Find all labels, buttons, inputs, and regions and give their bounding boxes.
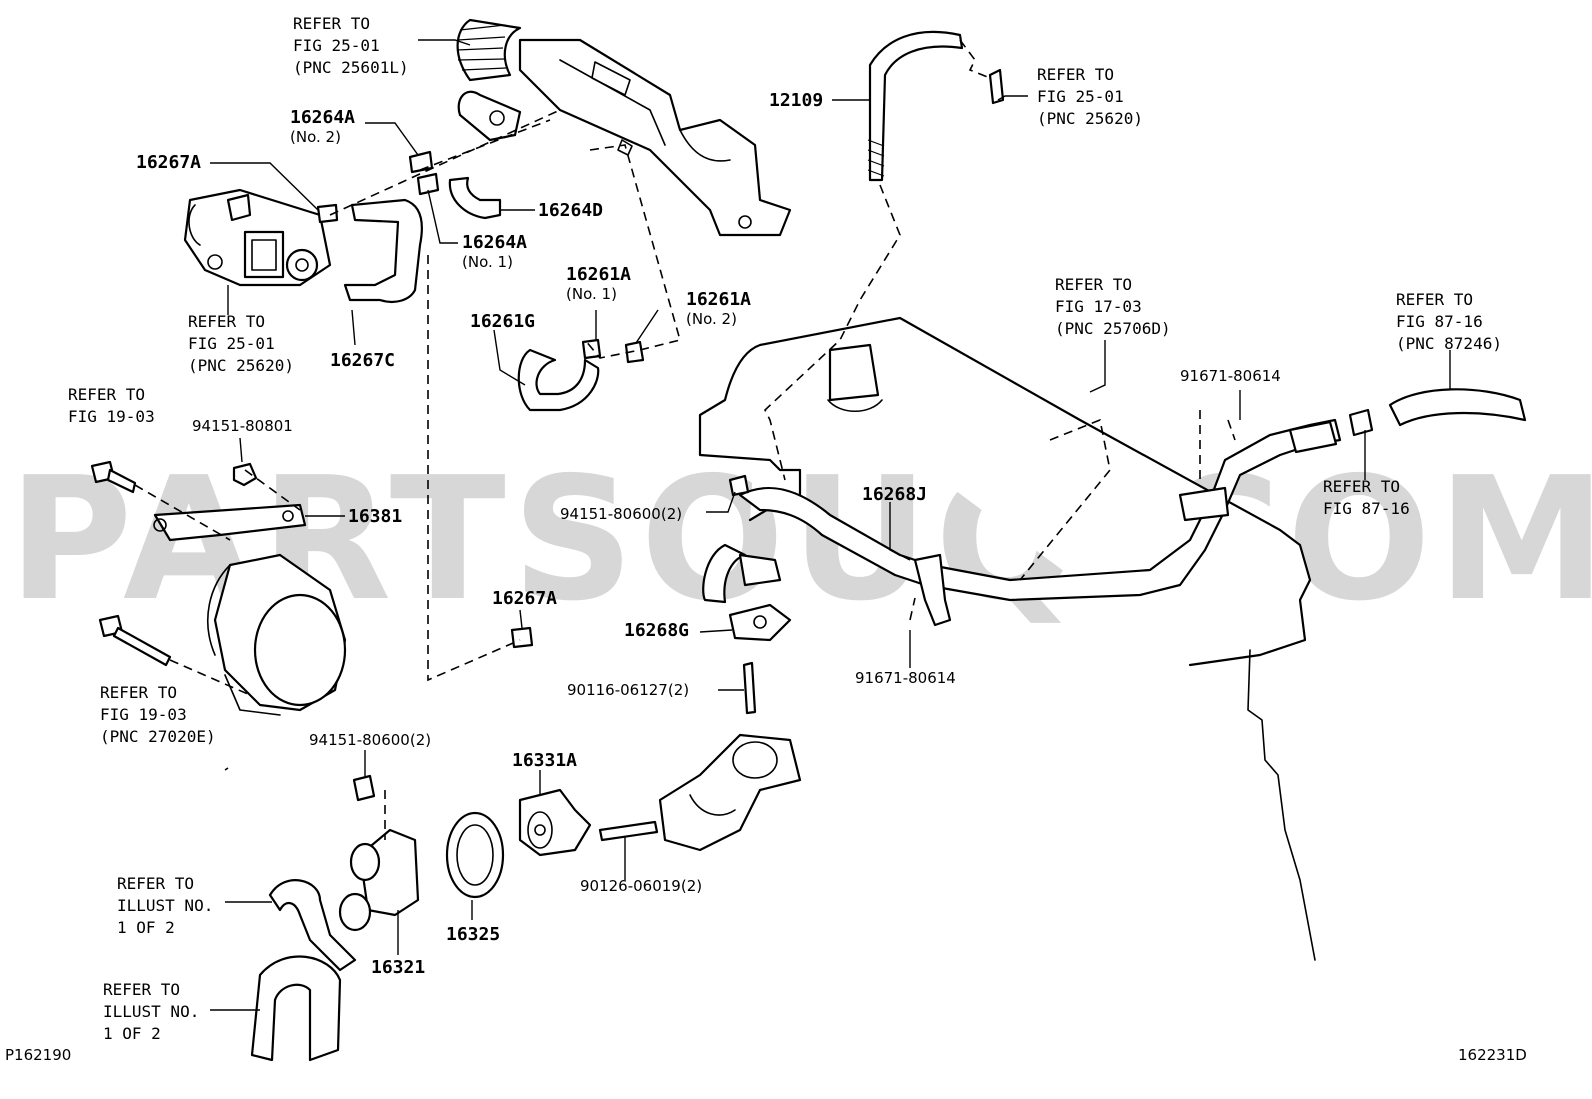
ref-illust-1-of-2-a: REFER TO ILLUST NO. 1 OF 2: [117, 874, 213, 937]
part-label-16264a-no2[interactable]: 16264A: [290, 107, 355, 128]
thermostat-housing: [658, 733, 802, 852]
ref-line: (PNC 25620): [1037, 109, 1143, 128]
ref-line: ILLUST NO.: [117, 896, 213, 915]
ref-line: (PNC 25620): [188, 356, 294, 375]
ref-fig-25-01-25620-right: REFER TO FIG 25-01 (PNC 25620): [1037, 65, 1143, 128]
egr-valve: [183, 188, 332, 287]
hose-16264d: [448, 176, 502, 220]
ref-fig-25-01-25620-left: REFER TO FIG 25-01 (PNC 25620): [188, 312, 294, 375]
ref-line: REFER TO: [1323, 477, 1400, 496]
ref-line: REFER TO: [293, 14, 370, 33]
gasket-16325: [445, 811, 505, 899]
part-sub-no1: (No. 1): [566, 285, 617, 303]
ref-line: FIG 87-16: [1396, 312, 1483, 331]
egr-cooler: [456, 18, 792, 237]
ref-fig-87-16: REFER TO FIG 87-16: [1323, 477, 1410, 518]
hose-87246: [1388, 388, 1527, 427]
fitting-16268g: [702, 474, 792, 642]
assembly-lines: [134, 39, 1236, 840]
ref-line: REFER TO: [68, 385, 145, 404]
ref-line: REFER TO: [117, 874, 194, 893]
part-label-16268j[interactable]: 16268J: [862, 484, 927, 505]
part-label-16264d[interactable]: 16264D: [538, 200, 603, 221]
thermostat-16331a: [518, 788, 592, 857]
ref-line: (PNC 87246): [1396, 334, 1502, 353]
part-label-94151-80600-a[interactable]: 94151-80600(2): [560, 505, 682, 523]
part-sub-no1: (No. 1): [462, 253, 513, 271]
hose-16267c: [343, 198, 423, 304]
part-label-16261g[interactable]: 16261G: [470, 311, 535, 332]
engine-block-outline: [698, 316, 1316, 961]
part-sub-no2: (No. 2): [290, 128, 341, 146]
part-label-91671-80614-a[interactable]: 91671-80614: [1180, 367, 1281, 385]
part-label-90116-06127[interactable]: 90116-06127(2): [567, 681, 689, 699]
ref-illust-1-of-2-b: REFER TO ILLUST NO. 1 OF 2: [103, 980, 199, 1043]
nut-94151-80801: [232, 462, 258, 487]
hose-12109: [867, 30, 1005, 182]
ref-fig-25-01-25601l: REFER TO FIG 25-01 (PNC 25601L): [293, 14, 409, 77]
part-label-16267c[interactable]: 16267C: [330, 350, 395, 371]
part-label-94151-80801[interactable]: 94151-80801: [192, 417, 293, 435]
figure-code-right: 162231D: [1458, 1046, 1527, 1064]
part-label-90126-06019[interactable]: 90126-06019(2): [580, 877, 702, 895]
part-label-16331a[interactable]: 16331A: [512, 750, 577, 771]
ref-line: (PNC 25706D): [1055, 319, 1171, 338]
part-label-16267a-mid[interactable]: 16267A: [492, 588, 557, 609]
ref-line: REFER TO: [188, 312, 265, 331]
part-label-91671-80614-b[interactable]: 91671-80614: [855, 669, 956, 687]
pipe-16268j: [738, 418, 1342, 627]
hose-lower-2: [250, 955, 342, 1062]
hose-lower-1: [268, 879, 357, 972]
part-label-16325[interactable]: 16325: [446, 924, 500, 945]
ref-line: (PNC 27020E): [100, 727, 216, 746]
ref-line: REFER TO: [103, 980, 180, 999]
ref-line: 1 OF 2: [117, 918, 175, 937]
leader-lines: [210, 39, 1451, 1011]
ref-line: FIG 19-03: [68, 407, 155, 426]
ref-line: 1 OF 2: [103, 1024, 161, 1043]
part-label-12109[interactable]: 12109: [769, 90, 823, 111]
part-label-16321[interactable]: 16321: [371, 957, 425, 978]
part-label-16267a-top[interactable]: 16267A: [136, 152, 201, 173]
water-inlet-16321: [338, 774, 420, 932]
ref-line: FIG 17-03: [1055, 297, 1142, 316]
ref-fig-19-03-top: REFER TO FIG 19-03: [68, 385, 155, 426]
part-label-16261a-no1[interactable]: 16261A: [566, 264, 631, 285]
ref-line: FIG 87-16: [1323, 499, 1410, 518]
ref-line: FIG 25-01: [1037, 87, 1124, 106]
ref-fig-17-03: REFER TO FIG 17-03 (PNC 25706D): [1055, 275, 1171, 338]
ref-line: REFER TO: [1037, 65, 1114, 84]
part-sub-no2: (No. 2): [686, 310, 737, 328]
bolts-left: [90, 460, 172, 667]
ref-line: ILLUST NO.: [103, 1002, 199, 1021]
figure-code-left: P162190: [5, 1046, 71, 1064]
hose-clamps: [316, 150, 645, 649]
ref-line: (PNC 25601L): [293, 58, 409, 77]
ref-line: REFER TO: [1055, 275, 1132, 294]
stud-90126-06019: [598, 820, 659, 842]
ref-line: REFER TO: [1396, 290, 1473, 309]
hose-16261g: [517, 348, 600, 412]
ref-line: REFER TO: [100, 683, 177, 702]
ref-line: FIG 25-01: [293, 36, 380, 55]
part-label-94151-80600-b[interactable]: 94151-80600(2): [309, 731, 431, 749]
ref-line: FIG 19-03: [100, 705, 187, 724]
ref-fig-19-03-27020e: REFER TO FIG 19-03 (PNC 27020E): [100, 683, 216, 746]
part-label-16381[interactable]: 16381: [348, 506, 402, 527]
ref-line: FIG 25-01: [188, 334, 275, 353]
vacuum-pump: [207, 553, 347, 716]
part-label-16268g[interactable]: 16268G: [624, 620, 689, 641]
stud-90116-06127: [742, 661, 757, 715]
bracket-16381: [153, 503, 307, 542]
part-label-16264a-no1[interactable]: 16264A: [462, 232, 527, 253]
ref-fig-87-16-87246: REFER TO FIG 87-16 (PNC 87246): [1396, 290, 1502, 353]
part-label-16261a-no2[interactable]: 16261A: [686, 289, 751, 310]
